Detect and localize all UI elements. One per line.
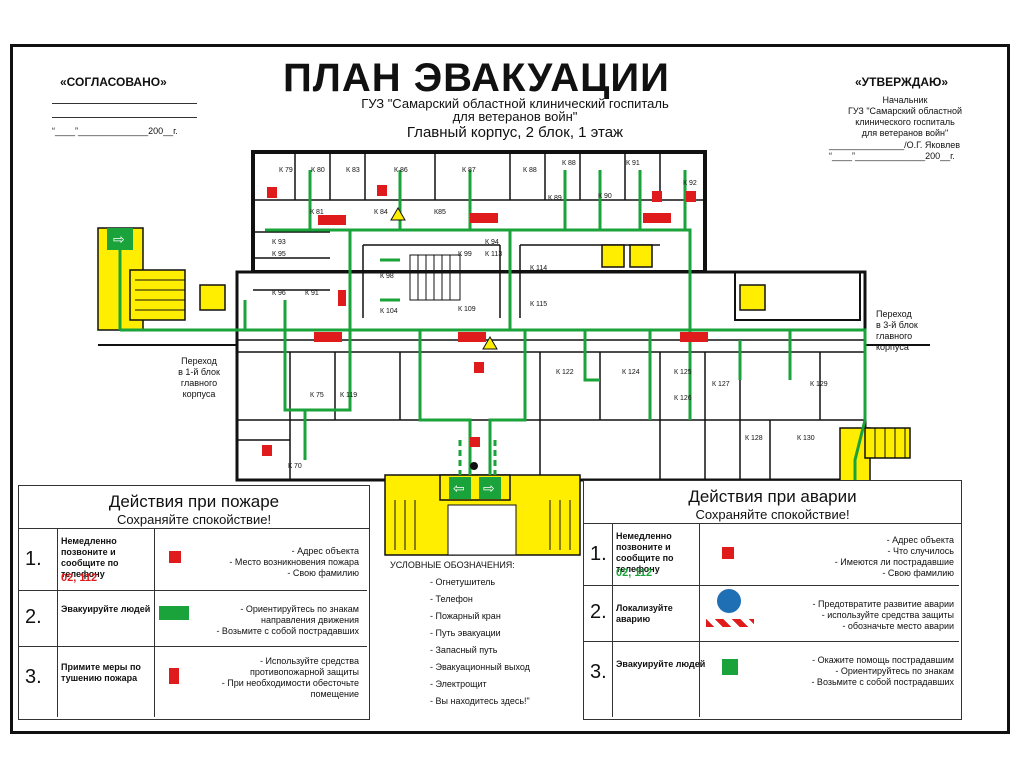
svg-text:⇨: ⇨ (113, 231, 125, 247)
svg-text:К 124: К 124 (622, 369, 640, 376)
agreed-heading: «СОГЛАСОВАНО» (60, 75, 167, 89)
fire-subheading: Сохраняйте спокойствие! (116, 512, 272, 527)
svg-text:К 83: К 83 (346, 167, 360, 174)
legend-exit: - Эвакуационный выход (430, 662, 530, 672)
accident-step-3: 3. Эвакуируйте людей - Окажите помощь по… (590, 655, 954, 687)
svg-text:К 94: К 94 (485, 239, 499, 246)
agreed-date: “____”______________200__г. (52, 126, 178, 136)
walls (98, 150, 930, 482)
legend: УСЛОВНЫЕ ОБОЗНАЧЕНИЯ: - Огнетушитель - Т… (390, 560, 580, 710)
svg-text:К 115: К 115 (530, 301, 547, 308)
svg-text:К 75: К 75 (310, 392, 324, 399)
svg-text:К 92: К 92 (683, 180, 697, 187)
svg-text:К85: К85 (434, 209, 446, 216)
fire-equipment (262, 185, 708, 456)
protection-icon (717, 589, 741, 613)
accident-step-2: 2. Локализуйте аварию - Предотвратите ра… (584, 585, 959, 642)
stair-hatching (135, 279, 906, 550)
room-labels: К 79 К 80 К 83 К 86 К 87 К 88 К 88 К 89 К 90 К… (272, 160, 828, 470)
exit-direction-icon (159, 606, 189, 620)
electrical-panels (390, 207, 498, 350)
svg-text:К 80: К 80 (311, 167, 325, 174)
vestibule (447, 504, 517, 556)
svg-text:К 90: К 90 (598, 193, 612, 200)
svg-text:К 93: К 93 (272, 239, 286, 246)
svg-text:К 99: К 99 (458, 251, 472, 258)
accident-subheading: Сохраняйте спокойствие! (695, 507, 850, 522)
approved-date: “____”______________200__г. (829, 151, 955, 161)
svg-text:К 98: К 98 (380, 273, 394, 280)
you-are-here-marker (470, 462, 478, 470)
svg-text:К 88: К 88 (523, 167, 537, 174)
agreed-line-2 (52, 117, 197, 118)
svg-text:К 109: К 109 (458, 306, 476, 313)
svg-text:К 91: К 91 (305, 290, 319, 297)
svg-text:К 126: К 126 (674, 395, 692, 402)
svg-text:К 119: К 119 (340, 392, 357, 399)
svg-text:К 129: К 129 (810, 381, 828, 388)
page-title: ПЛАН ЭВАКУАЦИИ (283, 56, 670, 100)
stairs (409, 254, 461, 301)
legend-you-are-here: - Вы находитесь здесь!" (430, 696, 530, 706)
reserve-routes (458, 440, 497, 475)
legend-electrical-panel: - Электрощит (430, 679, 487, 689)
svg-text:К 104: К 104 (380, 308, 398, 315)
svg-text:К 130: К 130 (797, 435, 815, 442)
legend-fire-hydrant: - Пожарный кран (430, 611, 501, 621)
legend-evacuation-route: - Путь эвакуации (430, 628, 501, 638)
legend-extinguisher: - Огнетушитель (430, 577, 496, 587)
svg-text:К 89: К 89 (548, 195, 562, 202)
svg-text:К 95: К 95 (272, 251, 286, 258)
fire-heading: Действия при пожаре (108, 492, 280, 511)
accident-heading: Действия при аварии (688, 487, 857, 506)
organization-line-1: ГУЗ "Самарский областной клинический гос… (361, 96, 669, 111)
svg-text:К 79: К 79 (279, 167, 293, 174)
evacuation-routes (118, 170, 867, 490)
svg-text:К 114: К 114 (530, 265, 547, 272)
svg-text:К 87: К 87 (462, 167, 476, 174)
organization-line-2: для ветеранов войн" (452, 109, 578, 124)
svg-text:К 91: К 91 (626, 160, 640, 167)
fire-step-1: 1. Немедленно позвоните и сообщите по те… (19, 528, 367, 591)
svg-text:К 96: К 96 (272, 290, 286, 297)
building-line: Главный корпус, 2 блок, 1 этаж (406, 124, 624, 141)
first-aid-icon (722, 659, 738, 675)
svg-text:К 88: К 88 (562, 160, 576, 167)
fire-actions-panel: Действия при пожаре Сохраняйте спокойств… (18, 485, 370, 720)
svg-text:⇨: ⇨ (483, 480, 495, 496)
svg-text:К 84: К 84 (374, 209, 388, 216)
phone-icon (169, 551, 181, 563)
extinguisher-icon (169, 668, 179, 684)
warning-tape-icon (706, 619, 754, 627)
svg-text:К 122: К 122 (556, 369, 574, 376)
legend-reserve-route: - Запасный путь (430, 645, 498, 655)
legend-heading: УСЛОВНЫЕ ОБОЗНАЧЕНИЯ: (390, 560, 515, 570)
accident-actions-panel: Действия при аварии Сохраняйте спокойств… (583, 480, 962, 720)
agreed-line-1 (52, 103, 197, 104)
svg-text:К 128: К 128 (745, 435, 763, 442)
approved-heading: «УТВЕРЖДАЮ» (855, 75, 949, 89)
legend-phone: - Телефон (430, 594, 473, 604)
fire-step-2: 2. Эвакуируйте людей - Ориентируйтесь по… (19, 590, 367, 647)
accident-step-1: 1. Немедленно позвоните и сообщите по те… (584, 523, 959, 586)
svg-text:К 127: К 127 (712, 381, 730, 388)
svg-text:К 70: К 70 (288, 463, 302, 470)
svg-text:К 125: К 125 (674, 369, 692, 376)
svg-text:К 81: К 81 (310, 209, 324, 216)
svg-text:К 113: К 113 (485, 251, 502, 258)
approved-sign: _______________/О.Г. Яковлев (829, 140, 961, 150)
svg-text:⇦: ⇦ (453, 480, 465, 496)
svg-text:К 86: К 86 (394, 167, 408, 174)
fire-step-3: 3. Примите меры по тушению пожара - Испо… (25, 656, 359, 699)
phone-icon (722, 547, 734, 559)
